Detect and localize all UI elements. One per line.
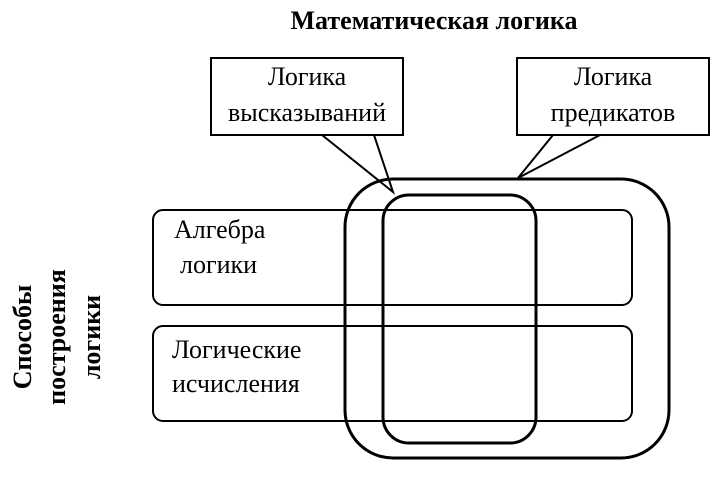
row-calculus-line1: Логические [172, 335, 301, 364]
callout-predicate-line2: предикатов [551, 98, 676, 127]
callout-predicate-line1: Логика [574, 62, 653, 91]
row-box-algebra-of-logic [152, 209, 633, 306]
region-propositional-logic [381, 193, 538, 445]
region-predicate-logic [343, 177, 671, 460]
callout-predicate-pointer [517, 134, 601, 179]
diagram-title: Математическая логика [291, 6, 578, 35]
side-label-line1: Способы [8, 285, 37, 390]
row-algebra-line1: Алгебра [174, 215, 266, 244]
callout-predicate-box [516, 57, 710, 136]
callout-propositional-logic: Логика высказываний [210, 57, 404, 195]
side-label-line2: построения [42, 269, 71, 405]
callout-propositional-line2: высказываний [228, 98, 386, 127]
row-box-logical-calculus [152, 325, 633, 422]
row-calculus-line2: исчисления [172, 369, 300, 398]
callout-propositional-line1: Логика [268, 62, 347, 91]
side-label-line3: логики [77, 295, 106, 379]
row-algebra-line2: логики [180, 250, 257, 279]
side-label: Способы построения логики [8, 269, 106, 405]
callout-propositional-box [210, 57, 404, 136]
callout-propositional-pointer [321, 134, 396, 195]
callout-predicate-logic: Логика предикатов [516, 57, 710, 179]
